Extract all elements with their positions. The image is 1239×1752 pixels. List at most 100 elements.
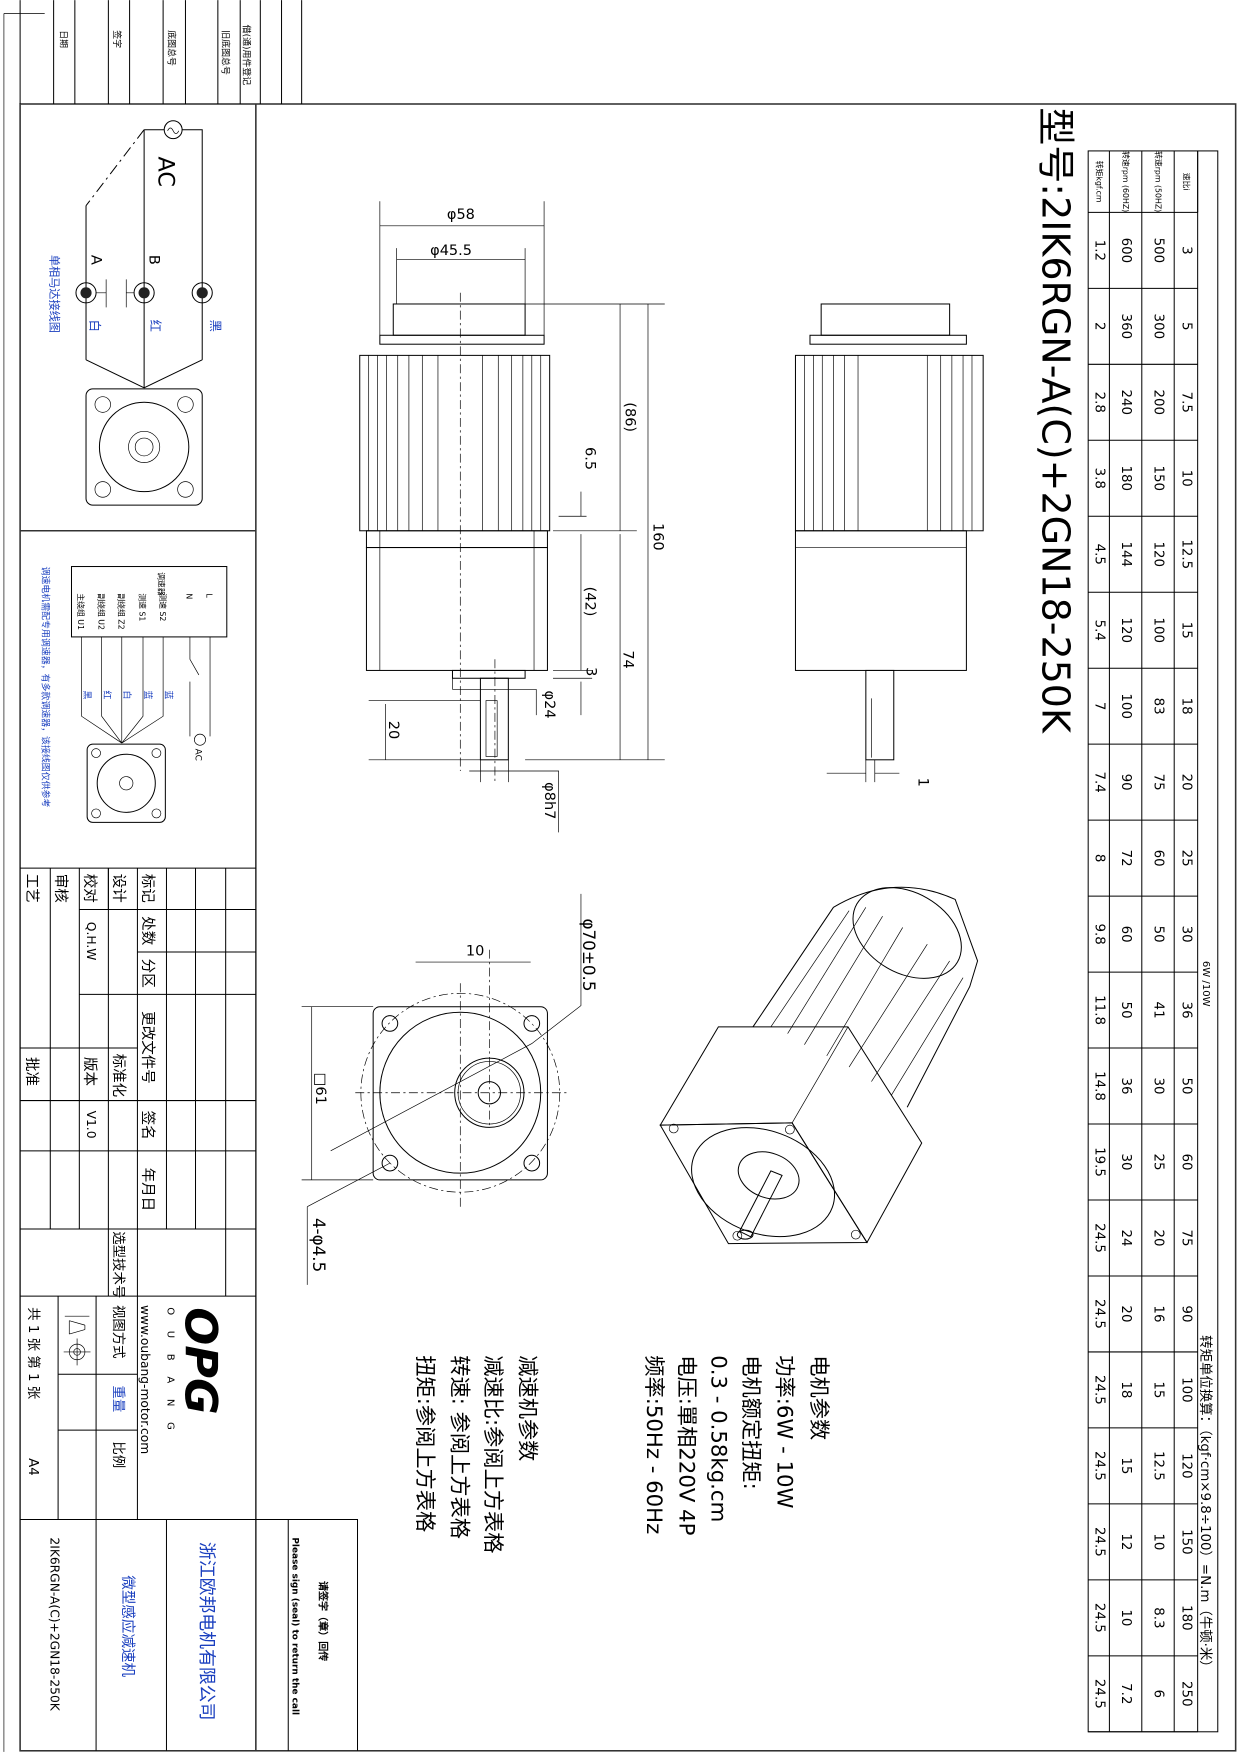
tb-version: V1.0 [84, 1111, 98, 1139]
tb-checker: Q.H.W [84, 922, 98, 961]
spec-cell-rpm_50: 120 [1151, 541, 1166, 567]
motor-flange-icon [85, 388, 203, 506]
company-logo-sub: OUBANG [165, 1307, 176, 1445]
isometric-view [659, 886, 979, 1245]
motor-finned-body [359, 354, 551, 532]
controller-label: 调速器 [157, 572, 166, 596]
tb-sheets: 共 1 张 第 1 张 [25, 1307, 42, 1399]
shaft-collar [451, 669, 526, 679]
gearbox-body [365, 547, 548, 671]
spec-cell-ratio: 30 [1178, 926, 1193, 943]
spec-cell-rpm_60: 15 [1118, 1457, 1133, 1474]
spec-cell-rpm_50: 75 [1151, 774, 1166, 791]
spec-row-label: 转速rpm (60HZ) [1121, 151, 1131, 212]
spec-cell-rpm_50: 83 [1151, 698, 1166, 715]
front-flange-view: 10 □61 φ70±0.5 4-φ4.5 [301, 893, 599, 1285]
dim-square-61: □61 [312, 1073, 328, 1105]
spec-cell-rpm_50: 8.3 [1151, 1607, 1166, 1628]
speed-controller-box [70, 566, 228, 638]
spec-cell-ratio: 7.5 [1178, 392, 1193, 413]
projection-symbol-icon [63, 1315, 91, 1366]
spec-cell-rpm_60: 30 [1118, 1153, 1133, 1170]
dim-holes: 4-φ4.5 [309, 1218, 329, 1272]
spec-cell-torque: 4.5 [1091, 544, 1106, 565]
dim-d58: φ58 [447, 207, 475, 223]
dim-6-5: 6.5 [581, 447, 597, 470]
tb-view-method: 视图方式 [110, 1305, 126, 1359]
spec-cell-rpm_60: 24 [1118, 1229, 1133, 1246]
spec-cell-rpm_50: 25 [1151, 1153, 1166, 1170]
wiring-note: 调速电机需配专用调速器，有多款调速器，该接线图仅供参考 [39, 567, 51, 808]
return-request-cn: 请签字（章）回传 [317, 1581, 330, 1661]
gearbox-torque: 扭矩:参阅上方表格 [412, 1355, 437, 1532]
spec-cell-ratio: 60 [1178, 1153, 1193, 1170]
spec-cell-ratio: 5 [1178, 322, 1193, 331]
company-logo: OPG [174, 1307, 226, 1414]
tb-check: 校对 [81, 874, 98, 903]
dim-d8h7: φ8h7 [541, 782, 557, 819]
strip-date: 日期 [57, 30, 68, 48]
spec-cell-torque: 8 [1091, 854, 1106, 863]
dim-160: 160 [650, 523, 666, 551]
spec-cell-rpm_60: 18 [1118, 1381, 1133, 1398]
dim-pcd-70: φ70±0.5 [579, 918, 599, 991]
tb-standardize: 标准化 [110, 1054, 127, 1098]
ac-source-icon [194, 733, 206, 746]
spec-cell-rpm_60: 240 [1118, 390, 1133, 416]
spec-cell-torque: 24.5 [1091, 1527, 1106, 1557]
spec-cell-torque: 7 [1091, 702, 1106, 711]
dim-42: (42) [581, 587, 597, 617]
company-website: www.oubang-motor.com [138, 1305, 152, 1454]
spec-cell-torque: 3.8 [1091, 468, 1106, 489]
tb-date: 年月日 [139, 1168, 156, 1212]
spec-cell-ratio: 150 [1178, 1529, 1193, 1555]
spec-cell-rpm_50: 300 [1151, 314, 1166, 340]
dim-74: 74 [619, 650, 635, 668]
strip-sign: 签字 [111, 30, 123, 48]
terminal-label: 副绕组 Z2 [116, 593, 126, 629]
dim-d24: φ24 [541, 691, 557, 719]
tb-version-label: 版本 [81, 1057, 98, 1086]
dim-offset-10: 10 [466, 943, 484, 959]
spec-cell-ratio: 18 [1178, 698, 1193, 715]
spec-cell-ratio: 120 [1178, 1453, 1193, 1479]
spec-cell-rpm_50: 500 [1151, 238, 1166, 264]
spec-cell-rpm_60: 12 [1118, 1533, 1133, 1550]
spec-cell-torque: 24.5 [1091, 1679, 1106, 1709]
wire-color-label: 蓝 [162, 691, 174, 700]
terminal-icons [75, 282, 213, 304]
spec-cell-rpm_50: 100 [1151, 617, 1166, 643]
spec-cell-torque: 24.5 [1091, 1299, 1106, 1329]
tb-count: 处数 [139, 916, 156, 946]
spec-cell-rpm_60: 7.2 [1118, 1683, 1133, 1704]
terminal-label: 主绕组 U1 [76, 593, 86, 630]
spec-cell-rpm_50: 50 [1151, 926, 1166, 943]
ac-label-2: AC [193, 749, 203, 761]
tb-selection-no: 选型技术号 [110, 1231, 126, 1298]
motor-power: 功率:6W - 10W [772, 1355, 797, 1508]
spec-cell-rpm_50: 6 [1151, 1690, 1166, 1699]
spec-cell-ratio: 15 [1178, 622, 1193, 639]
ac-label: AC [153, 157, 179, 187]
spec-cell-ratio: 100 [1178, 1377, 1193, 1403]
strip-old-base-no: 旧底图总号 [219, 30, 231, 75]
spec-cell-ratio: 250 [1178, 1681, 1193, 1707]
spec-cell-rpm_50: 12.5 [1151, 1451, 1166, 1481]
spec-cell-rpm_50: 41 [1151, 1002, 1166, 1019]
tb-approve: 批准 [23, 1057, 40, 1086]
spec-cell-rpm_60: 144 [1118, 541, 1133, 567]
spec-cell-rpm_60: 36 [1118, 1078, 1133, 1095]
spec-cell-rpm_60: 120 [1118, 617, 1133, 643]
wire-color-label: 白 [121, 691, 133, 700]
spec-conversion-note: 转矩单位换算：（kgf·cm×9.8÷100）=N.m（牛顿·米） [1197, 1335, 1213, 1673]
spec-cell-rpm_60: 180 [1118, 465, 1133, 491]
tb-design: 设计 [110, 874, 127, 903]
output-shaft [479, 677, 509, 761]
spec-cell-torque: 2.8 [1091, 392, 1106, 413]
tb-model: 2IK6RGN-A(C)+2GN18-250K [47, 1537, 61, 1711]
motor-voltage: 电压:單相220V 4P [673, 1355, 698, 1535]
return-request-en: Please sign (seal) to return the call [290, 1537, 300, 1715]
spec-table: 6W /10W转矩单位换算：（kgf·cm×9.8÷100）=N.m（牛顿·米）… [1087, 150, 1219, 1733]
spec-cell-torque: 5.4 [1091, 620, 1106, 641]
